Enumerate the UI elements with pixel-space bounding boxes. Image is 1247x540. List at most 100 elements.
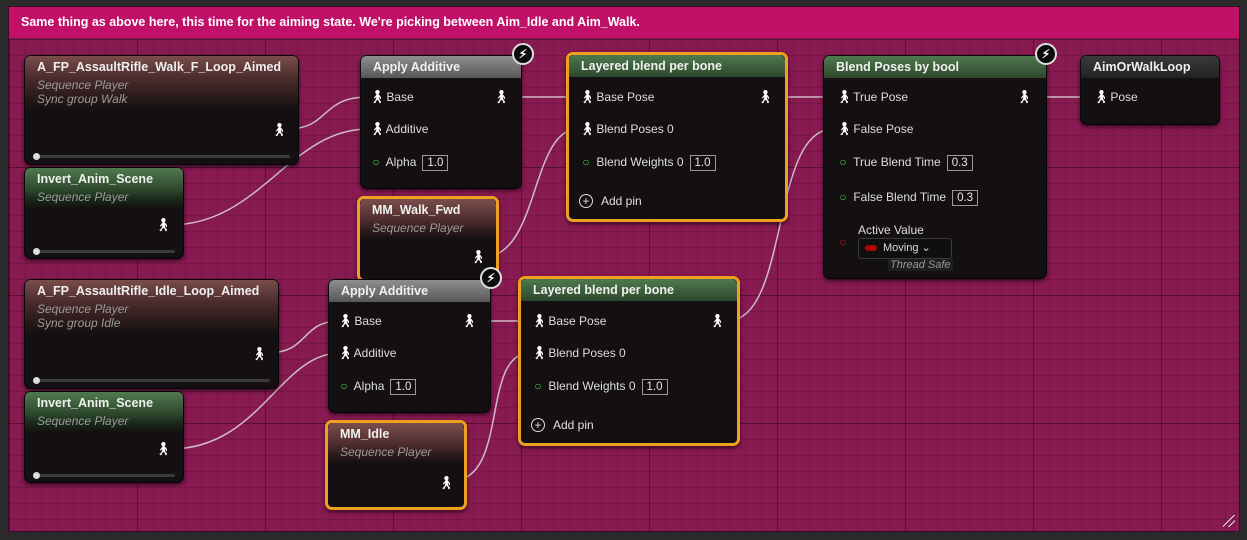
additive-input-pin[interactable]: 🚶︎ Additive [337, 345, 396, 361]
plus-icon: + [579, 194, 593, 208]
play-rate-slider[interactable] [33, 248, 175, 255]
float-pin-icon: ○ [582, 155, 590, 169]
node-subtitle: Sequence Player [372, 221, 464, 235]
layered-blend-per-bone-top[interactable]: Layered blend per bone 🚶︎ Base Pose 🚶︎ 🚶… [566, 52, 788, 222]
pose-pin-icon: 🚶︎ [531, 313, 548, 328]
fast-path-lightning-icon: ⚡︎ [1035, 43, 1057, 65]
pose-pin-icon: 🚶︎ [369, 89, 386, 104]
pin-label: True Blend Time [853, 155, 941, 169]
pose-pin-icon: 🚶︎ [470, 249, 487, 264]
sequence-player-invert-bottom[interactable]: Invert_Anim_Scene Sequence Player 🚶︎ [24, 391, 184, 483]
slider-knob[interactable] [33, 248, 40, 255]
node-title: Apply Additive [361, 56, 521, 78]
add-pin-button[interactable]: + Add pin [579, 194, 642, 208]
dropdown-value: Moving [883, 242, 919, 254]
pose-output-pin[interactable]: 🚶︎ [470, 249, 487, 265]
sync-group-label: Sync group Idle [37, 316, 121, 330]
false-pose-input-pin[interactable]: 🚶︎ False Pose [836, 121, 913, 137]
add-pin-button[interactable]: +Add pin [531, 418, 594, 432]
pose-pin-icon: 🚶︎ [251, 346, 268, 361]
layered-blend-per-bone-bottom[interactable]: Layered blend per bone 🚶︎ Base Pose 🚶︎ 🚶… [518, 276, 740, 446]
pose-output-pin[interactable]: 🚶︎ [155, 217, 172, 233]
node-subtitle: Sequence Player [340, 445, 432, 459]
pin-label: Base [354, 314, 382, 328]
pose-output-pin[interactable]: 🚶︎ [251, 346, 268, 362]
bool-pin-icon: ○ [839, 235, 847, 249]
pose-output-pin[interactable]: 🚶︎ [493, 89, 510, 105]
blend-weight-value-field[interactable]: 1.0 [641, 379, 668, 395]
pose-output-pin[interactable]: 🚶︎ [709, 313, 726, 329]
pose-output-pin[interactable]: 🚶︎ [438, 475, 455, 491]
play-rate-slider[interactable] [33, 153, 290, 160]
pose-pin-icon: 🚶︎ [337, 345, 354, 360]
play-rate-slider[interactable] [33, 472, 175, 479]
additive-input-pin[interactable]: 🚶︎ Additive [369, 121, 428, 137]
alpha-value-field[interactable]: 1.0 [390, 379, 417, 395]
alpha-value-field[interactable]: 1.0 [422, 155, 449, 171]
pose-pin-icon: 🚶︎ [1016, 89, 1033, 104]
active-value-pin[interactable]: ○ [836, 234, 850, 250]
base-pose-input-pin[interactable]: 🚶︎ Base Pose [579, 89, 654, 105]
play-rate-slider[interactable] [33, 377, 270, 384]
pin-label: Base Pose [548, 314, 607, 328]
pin-label: Pose [1110, 90, 1138, 104]
true-blend-time-field[interactable]: 0.3 [946, 155, 973, 171]
base-pose-input-pin[interactable]: 🚶︎ Base Pose [531, 313, 606, 329]
pose-input-pin[interactable]: 🚶︎ Pose [1093, 89, 1138, 105]
sequence-player-invert-top[interactable]: Invert_Anim_Scene Sequence Player 🚶︎ [24, 167, 184, 259]
comment-title[interactable]: Same thing as above here, this time for … [9, 7, 1239, 38]
blend-weight-value-field[interactable]: 1.0 [689, 155, 716, 171]
base-input-pin[interactable]: 🚶︎ Base [337, 313, 382, 329]
node-title: A_FP_AssaultRifle_Walk_F_Loop_Aimed [25, 56, 298, 78]
base-input-pin[interactable]: 🚶︎ Base [369, 89, 414, 105]
slider-knob[interactable] [33, 472, 40, 479]
slider-knob[interactable] [33, 153, 40, 160]
float-pin-icon: ○ [340, 379, 348, 393]
node-title: Invert_Anim_Scene [25, 168, 183, 190]
sequence-player-mm-walk-fwd[interactable]: MM_Walk_Fwd Sequence Player 🚶︎ [357, 196, 499, 282]
node-title: Layered blend per bone [569, 55, 785, 77]
pose-pin-icon: 🚶︎ [461, 313, 478, 328]
pose-pin-icon: 🚶︎ [757, 89, 774, 104]
pose-output-pin[interactable]: 🚶︎ [461, 313, 478, 329]
result-node-aim-or-walk-loop[interactable]: AimOrWalkLoop 🚶︎ Pose [1080, 55, 1220, 125]
sequence-player-idle-loop[interactable]: A_FP_AssaultRifle_Idle_Loop_Aimed Sequen… [24, 279, 279, 389]
pose-pin-icon: 🚶︎ [271, 122, 288, 137]
pose-pin-icon: 🚶︎ [337, 313, 354, 328]
true-pose-input-pin[interactable]: 🚶︎ True Pose [836, 89, 908, 105]
pose-output-pin[interactable]: 🚶︎ [271, 122, 288, 138]
sequence-player-mm-idle[interactable]: MM_Idle Sequence Player 🚶︎ [325, 420, 467, 510]
blend-poses-input-pin[interactable]: 🚶︎ Blend Poses 0 [531, 345, 626, 361]
chevron-down-icon: ⌄ [921, 242, 931, 254]
blend-poses-input-pin[interactable]: 🚶︎ Blend Poses 0 [579, 121, 674, 137]
add-pin-label: Add pin [601, 194, 642, 208]
sync-group-label: Sync group Walk [37, 92, 128, 106]
false-blend-time-field[interactable]: 0.3 [952, 190, 979, 206]
pose-output-pin[interactable]: 🚶︎ [155, 441, 172, 457]
pose-pin-icon: 🚶︎ [438, 475, 455, 490]
apply-additive-bottom[interactable]: Apply Additive 🚶︎ Base 🚶︎ 🚶︎ Additive ○ … [328, 279, 491, 413]
pin-label: Additive [385, 122, 429, 136]
blend-poses-by-bool[interactable]: Blend Poses by bool 🚶︎ True Pose 🚶︎ 🚶︎ F… [823, 55, 1047, 279]
apply-additive-top[interactable]: Apply Additive 🚶︎ Base 🚶︎ 🚶︎ Additive ○ … [360, 55, 522, 189]
node-subtitle: Sequence Player [37, 190, 129, 204]
pin-label: Blend Weights 0 [548, 379, 636, 393]
pose-pin-icon: 🚶︎ [579, 121, 596, 136]
pin-label: Base Pose [596, 90, 655, 104]
sequence-player-walk-loop[interactable]: A_FP_AssaultRifle_Walk_F_Loop_Aimed Sequ… [24, 55, 299, 165]
pin-label: Blend Poses 0 [596, 122, 674, 136]
active-value-dropdown[interactable]: Moving ⌄ [858, 238, 952, 259]
pose-output-pin[interactable]: 🚶︎ [1016, 89, 1033, 105]
resize-grip-icon[interactable] [1223, 515, 1235, 527]
slider-knob[interactable] [33, 377, 40, 384]
fast-path-lightning-icon: ⚡︎ [512, 43, 534, 65]
pin-label: Alpha [385, 155, 417, 169]
pose-output-pin[interactable]: 🚶︎ [757, 89, 774, 105]
